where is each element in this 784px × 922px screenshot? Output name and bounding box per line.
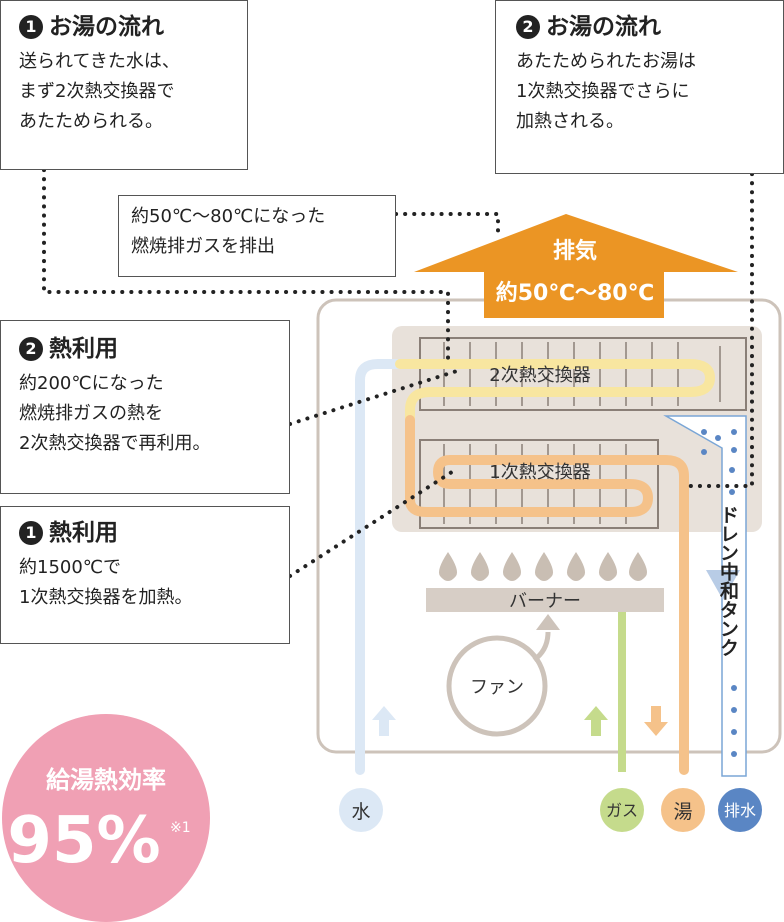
primary-hx-pipe (405, 415, 689, 775)
gas-label: ガス (606, 801, 638, 820)
callout-body: 約1500℃で 1次熱交換器を加熱。 (19, 557, 193, 608)
water-badge (339, 788, 383, 832)
callout-heat-use-1: 1 熱利用 約1500℃で 1次熱交換器を加熱。 (0, 506, 290, 644)
primary-heat-exchanger (419, 439, 659, 529)
secondary-hx-pipe (395, 359, 716, 425)
exhaust-temp: 約50℃〜80℃ (496, 280, 655, 306)
efficiency-badge (2, 714, 210, 922)
callout-title: 熱利用 (49, 335, 118, 362)
water-inlet-pipe (355, 359, 405, 775)
fan-airflow (532, 631, 551, 663)
callout-title: お湯の流れ (546, 13, 661, 40)
water-label: 水 (351, 801, 370, 823)
step-number: 1 (19, 15, 43, 39)
secondary-hx-label: 2次熱交換器 (489, 365, 590, 386)
efficiency-value: 95% (7, 804, 160, 878)
gas-in-arrow-icon (584, 706, 608, 736)
step-number: 1 (19, 521, 43, 545)
burner-label: バーナー (509, 591, 581, 612)
callout-leader-lines (42, 168, 754, 578)
callout-heat-use-2: 2 熱利用 約200℃になった 燃焼排ガスの熱を 2次熱交換器で再利用。 (0, 320, 290, 494)
fan-label: ファン (470, 677, 524, 698)
hot-water-out-arrow-icon (644, 706, 668, 736)
primary-hx-label: 1次熱交換器 (489, 462, 590, 483)
exhaust-arrow (414, 214, 738, 318)
callout-body: 送られてきた水は、 まず2次熱交換器で あたためられる。 (19, 51, 180, 132)
hot-water-badge (661, 788, 705, 832)
callout-title: 熱利用 (49, 519, 118, 546)
water-in-arrow-icon (372, 706, 396, 736)
burner (426, 588, 664, 612)
drain-label: 排水 (724, 801, 756, 820)
step-number: 2 (516, 15, 540, 39)
callout-exhaust-note: 約50℃〜80℃になった 燃焼排ガスを排出 (118, 195, 396, 277)
drain-tank-label: ドレン中和タンク (717, 505, 739, 657)
callout-hot-water-flow-1: 1 お湯の流れ 送られてきた水は、 まず2次熱交換器で あたためられる。 (0, 0, 248, 170)
callout-body: あたためられたお湯は 1次熱交換器でさらに 加熱される。 (516, 51, 696, 132)
gas-badge (600, 788, 644, 832)
drain-tank (663, 415, 747, 777)
callout-title: お湯の流れ (49, 13, 164, 40)
secondary-heat-exchanger (419, 337, 747, 411)
fan-arrow-icon (536, 614, 560, 630)
drain-badge (718, 788, 762, 832)
callout-body: 約200℃になった 燃焼排ガスの熱を 2次熱交換器で再利用。 (19, 373, 211, 454)
exhaust-label: 排気 (553, 238, 597, 264)
burner-flames (439, 552, 647, 581)
callout-body: 約50℃〜80℃になった 燃焼排ガスを排出 (131, 206, 326, 257)
step-number: 2 (19, 337, 43, 361)
drain-water-drops (701, 429, 737, 757)
drain-down-arrow-icon (706, 570, 740, 600)
callout-hot-water-flow-2: 2 お湯の流れ あたためられたお湯は 1次熱交換器でさらに 加熱される。 (495, 0, 784, 174)
hot-water-label: 湯 (673, 801, 692, 823)
fan (446, 635, 548, 737)
efficiency-note: ※1 (170, 820, 191, 836)
efficiency-title: 給湯熱効率 (46, 766, 166, 794)
